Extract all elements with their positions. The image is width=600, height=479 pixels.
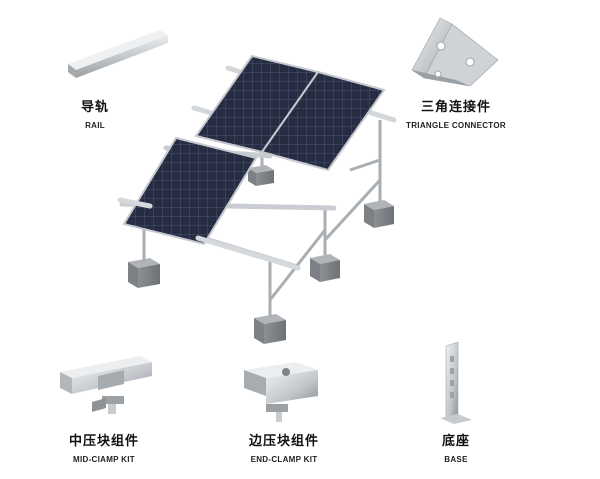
base-label: 底座 BASE bbox=[426, 430, 486, 464]
rail-illustration bbox=[68, 30, 168, 78]
mid-clamp-label: 中压块组件 MID-CIAMP KIT bbox=[52, 430, 156, 464]
base-label-cn: 底座 bbox=[441, 434, 470, 449]
concrete-blocks bbox=[128, 165, 394, 344]
rail-label-en: RAIL bbox=[85, 121, 105, 130]
solar-panels bbox=[122, 54, 386, 246]
triangle-connector-illustration bbox=[411, 17, 499, 87]
mid-clamp-label-en: MID-CIAMP KIT bbox=[73, 455, 135, 464]
triangle-connector-label-cn: 三角连接件 bbox=[420, 100, 491, 115]
front-rails bbox=[117, 197, 301, 271]
triangle-connector-label-en: TRIANGLE CONNECTOR bbox=[406, 121, 506, 130]
end-clamp-label-en: END-CLAMP KIT bbox=[250, 455, 318, 464]
end-clamp-label: 边压块组件 END-CLAMP KIT bbox=[232, 430, 336, 464]
triangle-connector-label: 三角连接件 TRIANGLE CONNECTOR bbox=[394, 96, 518, 130]
support-legs bbox=[142, 120, 382, 318]
base-illustration bbox=[440, 341, 472, 424]
end-clamp-illustration bbox=[244, 362, 318, 422]
mid-clamp-illustration bbox=[60, 356, 152, 414]
solar-mount-assembly bbox=[117, 54, 397, 344]
end-clamp-label-cn: 边压块组件 bbox=[248, 434, 319, 449]
mid-clamp-label-cn: 中压块组件 bbox=[68, 434, 139, 449]
rail-label-cn: 导轨 bbox=[80, 100, 109, 115]
rail-label: 导轨 RAIL bbox=[60, 96, 130, 130]
base-label-en: BASE bbox=[444, 455, 468, 464]
